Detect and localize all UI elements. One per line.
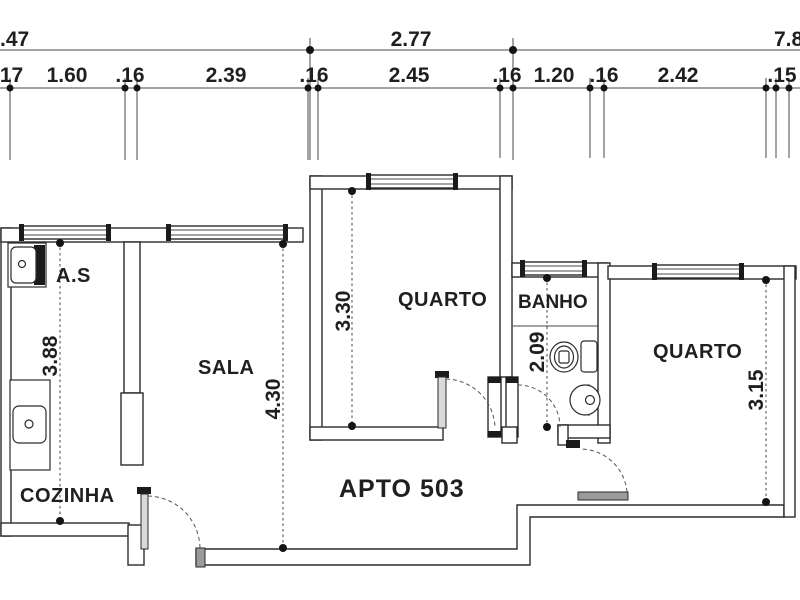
wall-stub-left — [487, 376, 502, 438]
windows — [19, 173, 744, 280]
dim-segment-label: 2.45 — [389, 64, 430, 87]
window-living-room — [166, 224, 288, 241]
doors — [137, 371, 629, 568]
overall-dim-left: .47 — [0, 28, 29, 51]
window-service-area — [19, 224, 111, 241]
interior-dimensions: 3.88 4.30 3.30 2.09 3.15 — [39, 187, 770, 552]
dim-living-depth: 4.30 — [262, 379, 285, 420]
room-label-kitchen: COZINHA — [20, 485, 115, 507]
window-bathroom — [520, 260, 587, 277]
overall-dim-middle: 2.77 — [391, 28, 432, 51]
fixtures — [7, 242, 601, 471]
walls — [0, 175, 797, 566]
laundry-tank — [7, 242, 47, 288]
wall-bedroom-center-left — [309, 175, 323, 441]
room-label-bedroom-center: QUARTO — [398, 289, 487, 311]
room-label-bedroom-right: QUARTO — [653, 341, 742, 363]
bathroom-sink — [569, 384, 601, 416]
dim-bathroom-depth: 2.09 — [526, 332, 549, 373]
wall-bottom-stepped — [195, 504, 785, 566]
dim-segment-label: .17 — [0, 64, 23, 87]
bedroom-center-door — [435, 371, 496, 429]
dim-bedroom-right-depth: 3.15 — [745, 369, 768, 410]
kitchen-sink-counter — [9, 379, 51, 471]
bedroom-right-door — [577, 448, 629, 501]
wall-bedroom-bath-divider — [499, 175, 513, 378]
apartment-title: APTO 503 — [339, 475, 465, 503]
dim-segment-label: .16 — [115, 64, 144, 87]
wall-service-living-divider — [123, 241, 141, 394]
dim-segment-label: .16 — [492, 64, 521, 87]
dim-segment-label: 2.42 — [658, 64, 699, 87]
dim-segment-label: .16 — [299, 64, 328, 87]
dim-segment-label: .15 — [767, 64, 797, 87]
dim-segment-label: 1.60 — [47, 64, 88, 87]
room-label-bathroom: BANHO — [518, 292, 588, 313]
wall-bathroom-bottom-left — [501, 426, 518, 444]
dim-segment-label: 2.39 — [206, 64, 247, 87]
wall-kitchen-bottom — [0, 522, 130, 537]
wall-bedroom-center-bottom — [309, 426, 444, 441]
room-labels: A.S SALA COZINHA QUARTO BANHO QUARTO APT… — [20, 265, 742, 507]
wall-bathroom-right — [597, 262, 611, 444]
overall-dim-right: 7.8 — [774, 28, 800, 51]
toilet — [549, 340, 598, 373]
dim-service-depth: 3.88 — [39, 335, 62, 376]
wall-bathroom-bottom-step — [557, 424, 569, 446]
room-label-living-room: SALA — [198, 357, 254, 379]
dimension-ticks — [6, 84, 793, 92]
bathroom-door — [517, 384, 561, 428]
dim-bedroom-center-depth: 3.30 — [332, 291, 355, 332]
dim-segment-label: 1.20 — [534, 64, 575, 87]
dimension-lines: .47 2.77 7.8 .17 1.60 .16 2.39 .16 2.45 … — [0, 28, 800, 160]
wall-right-exterior — [783, 265, 796, 518]
entrance-door — [137, 487, 206, 568]
dim-segment-label: .16 — [589, 64, 618, 87]
room-label-service-area: A.S — [56, 265, 91, 287]
entrance-threshold — [195, 547, 206, 568]
door-jamb-bedroom-right — [566, 440, 580, 448]
wall-pier — [120, 392, 144, 466]
window-bedroom-right — [652, 263, 744, 280]
window-bedroom-center — [366, 173, 458, 190]
